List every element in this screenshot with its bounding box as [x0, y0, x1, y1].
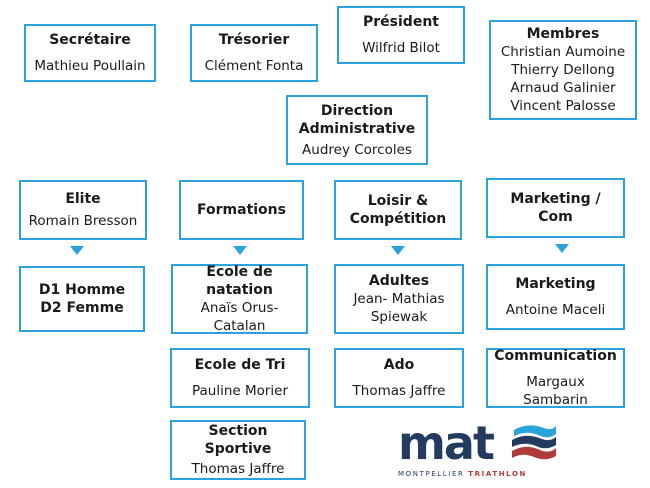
box-adultes: Adultes Jean- Mathias Spiewak [334, 264, 464, 334]
direction-name: Audrey Corcoles [302, 141, 412, 158]
natation-title-line1: Ecole de [206, 264, 273, 280]
arrow-loisir [391, 246, 405, 255]
loisir-title-line2: Compétition [349, 211, 447, 227]
direction-title-line1: Direction [320, 102, 394, 119]
box-ado: Ado Thomas Jaffre [334, 348, 464, 408]
communication-name: Margaux Sambarin [523, 374, 588, 408]
logo-wordmark: mat [398, 416, 495, 470]
elite-title: Elite [65, 191, 101, 207]
adultes-name-line1: Jean- Mathias [353, 291, 445, 307]
natation-name: Anaïs Orus-Catalan [200, 300, 279, 334]
membres-name-4: Vincent Palosse [510, 98, 616, 114]
natation-title-line2: natation [206, 282, 273, 298]
box-communication: Communication Margaux Sambarin [486, 348, 625, 408]
logo-wave-icon [512, 425, 556, 460]
membres-name-1: Christian Aumoine [500, 44, 626, 60]
membres-title: Membres [526, 26, 600, 42]
logo-sub-part1: MONTPELLIER [398, 470, 465, 478]
president-title: Président [363, 14, 439, 30]
box-loisir: Loisir & Compétition [334, 180, 462, 240]
marketing-title: Marketing [515, 276, 596, 292]
direction-title-line2: Administrative [298, 120, 416, 137]
section-title: Section Sportive [204, 423, 272, 457]
d1-title-line1: D1 Homme [38, 282, 126, 298]
box-marketing-com: Marketing / Com [486, 178, 625, 238]
loisir-title-line1: Loisir & [367, 193, 429, 209]
box-membres: Membres Christian Aumoine Thierry Dellon… [489, 20, 637, 120]
box-tresorier: Trésorier Clément Fonta [190, 24, 318, 82]
mat-logo: mat MONTPELLIER TRIATHLON [398, 418, 568, 484]
box-marketing: Marketing Antoine Maceli [486, 264, 625, 330]
box-direction: Direction Administrative Audrey Corcoles [286, 95, 428, 165]
arrow-marketing [555, 244, 569, 253]
box-formations: Formations [179, 180, 304, 240]
box-elite: Elite Romain Bresson [19, 180, 147, 240]
adultes-title: Adultes [368, 273, 430, 289]
box-president: Président Wilfrid Bilot [337, 6, 465, 64]
tresorier-name: Clément Fonta [204, 58, 304, 74]
box-tri: Ecole de Tri Pauline Morier [170, 348, 310, 408]
arrow-formations [233, 246, 247, 255]
box-section-sportive: Section Sportive Thomas Jaffre [170, 420, 306, 480]
membres-name-2: Thierry Dellong [511, 62, 615, 78]
elite-name: Romain Bresson [28, 213, 138, 229]
secretaire-title: Secrétaire [49, 32, 131, 48]
ado-name: Thomas Jaffre [352, 383, 446, 399]
arrow-elite [70, 246, 84, 255]
tri-name: Pauline Morier [191, 383, 289, 399]
adultes-name-line2: Spiewak [370, 309, 428, 325]
section-name: Thomas Jaffre [191, 461, 285, 477]
communication-title: Communication [494, 348, 617, 364]
tri-title: Ecole de Tri [194, 357, 286, 373]
tresorier-title: Trésorier [218, 32, 290, 48]
marketing-name: Antoine Maceli [505, 302, 606, 318]
logo-subtitle: MONTPELLIER TRIATHLON [398, 470, 527, 478]
box-natation: Ecole de natation Anaïs Orus-Catalan [171, 264, 308, 334]
formations-title: Formations [197, 202, 286, 218]
box-secretaire: Secrétaire Mathieu Poullain [24, 24, 156, 82]
president-name: Wilfrid Bilot [362, 40, 440, 56]
d1-title-line2: D2 Femme [40, 300, 124, 316]
secretaire-name: Mathieu Poullain [34, 58, 146, 74]
membres-name-3: Arnaud Galinier [510, 80, 616, 96]
box-d1: D1 Homme D2 Femme [19, 266, 145, 332]
ado-title: Ado [383, 357, 415, 373]
logo-sub-part2: TRIATHLON [468, 470, 527, 478]
marketing-com-title: Marketing / Com [510, 191, 601, 225]
